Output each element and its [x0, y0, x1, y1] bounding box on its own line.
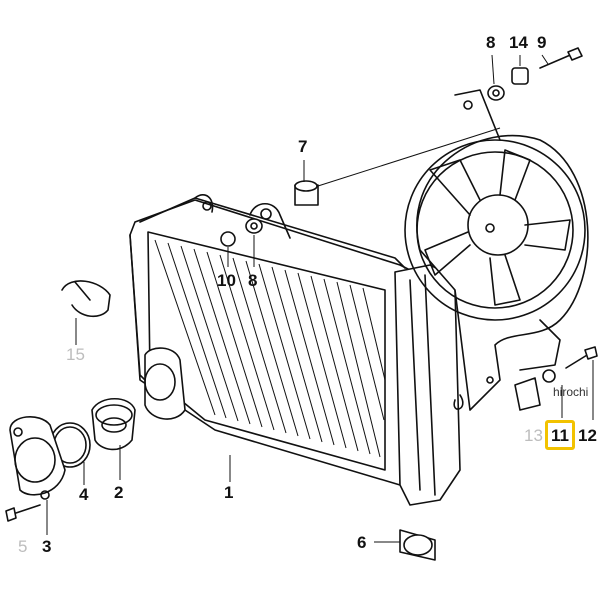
- label-5: 5: [18, 537, 28, 556]
- label-9: 9: [537, 33, 547, 52]
- hose-15: [61, 280, 111, 318]
- bushing-14: [511, 67, 529, 85]
- radiator: [129, 194, 461, 506]
- label-8-lower: 8: [248, 271, 258, 290]
- label-7: 7: [298, 137, 308, 156]
- highlight-box: [545, 420, 575, 450]
- label-4: 4: [79, 485, 89, 504]
- rubber-mount-6: [399, 529, 436, 561]
- label-2: 2: [114, 483, 124, 502]
- nut-10: [220, 231, 236, 247]
- watermark: hirochi: [553, 385, 589, 399]
- nut-8-lower: [245, 218, 263, 234]
- leader-lines: [46, 54, 594, 543]
- thermostat: [91, 397, 136, 451]
- label-11: 11: [551, 426, 569, 445]
- bolt-5: [5, 504, 41, 522]
- clip-13: [514, 377, 541, 411]
- label-12: 12: [578, 426, 597, 445]
- bolt-9: [539, 47, 583, 69]
- label-1: 1: [224, 483, 234, 502]
- label-8-upper: 8: [486, 33, 496, 52]
- label-13: 13: [524, 426, 543, 445]
- dash-line: [317, 127, 501, 187]
- rubber-mount-7: [294, 180, 319, 206]
- label-15: 15: [66, 345, 85, 364]
- nut-8-upper: [487, 85, 505, 101]
- thermostat-cover: [9, 416, 66, 500]
- label-6: 6: [357, 533, 367, 552]
- bolt-12: [565, 346, 598, 369]
- label-14: 14: [509, 33, 528, 52]
- label-3: 3: [42, 537, 52, 556]
- thermostat-housing: [144, 347, 186, 420]
- fan-assembly: [404, 89, 589, 411]
- label-10: 10: [217, 271, 236, 290]
